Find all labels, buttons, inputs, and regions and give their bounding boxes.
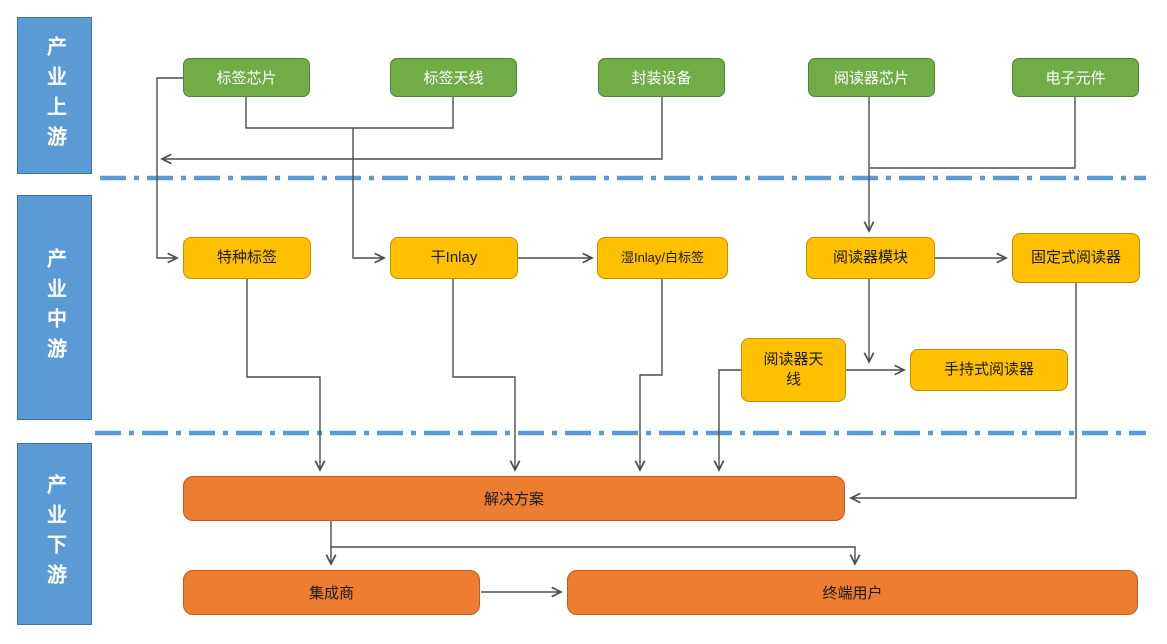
stage-label-downstream: 产业下游 xyxy=(17,443,92,625)
node-electronic-components: 电子元件 xyxy=(1012,58,1139,97)
edge-packaging-to-left xyxy=(160,97,663,165)
node-handheld-reader: 手持式阅读器 xyxy=(910,349,1068,391)
node-reader-chip: 阅读器芯片 xyxy=(808,58,935,97)
edge-merge-to-dryinlay xyxy=(352,128,386,264)
node-tag-chip: 标签芯片 xyxy=(183,58,310,97)
edge-specialtag-to-solution xyxy=(246,279,326,472)
node-reader-antenna: 阅读器天线 xyxy=(741,338,846,402)
node-dry-inlay: 干Inlay xyxy=(390,237,518,279)
node-solution: 解决方案 xyxy=(183,476,845,521)
edge-tagchip-down xyxy=(245,97,353,129)
node-integrator: 集成商 xyxy=(183,570,480,615)
node-tag-antenna: 标签天线 xyxy=(390,58,517,97)
stage-label-midstream: 产业中游 xyxy=(17,195,92,420)
node-fixed-reader: 固定式阅读器 xyxy=(1012,233,1140,283)
edge-wetinlay-to-solution xyxy=(634,279,663,472)
edge-tagchip-to-specialtag xyxy=(156,77,183,264)
edge-solution-to-enduser xyxy=(330,521,861,566)
stage-label-upstream: 产业上游 xyxy=(17,17,92,174)
node-packaging-equipment: 封装设备 xyxy=(598,58,725,97)
node-end-user: 终端用户 xyxy=(567,570,1138,615)
edge-readerantenna-to-solution xyxy=(713,369,741,472)
node-reader-module: 阅读器模块 xyxy=(806,237,935,279)
node-special-tag: 特种标签 xyxy=(183,237,311,279)
edge-fixedreader-to-solution xyxy=(849,283,1077,504)
edge-components-to-readerchip-line xyxy=(870,97,1076,169)
edge-dryinlay-to-solution xyxy=(452,279,521,472)
node-wet-inlay: 湿Inlay/白标签 xyxy=(597,237,728,279)
edge-tagantenna-down xyxy=(353,97,454,129)
